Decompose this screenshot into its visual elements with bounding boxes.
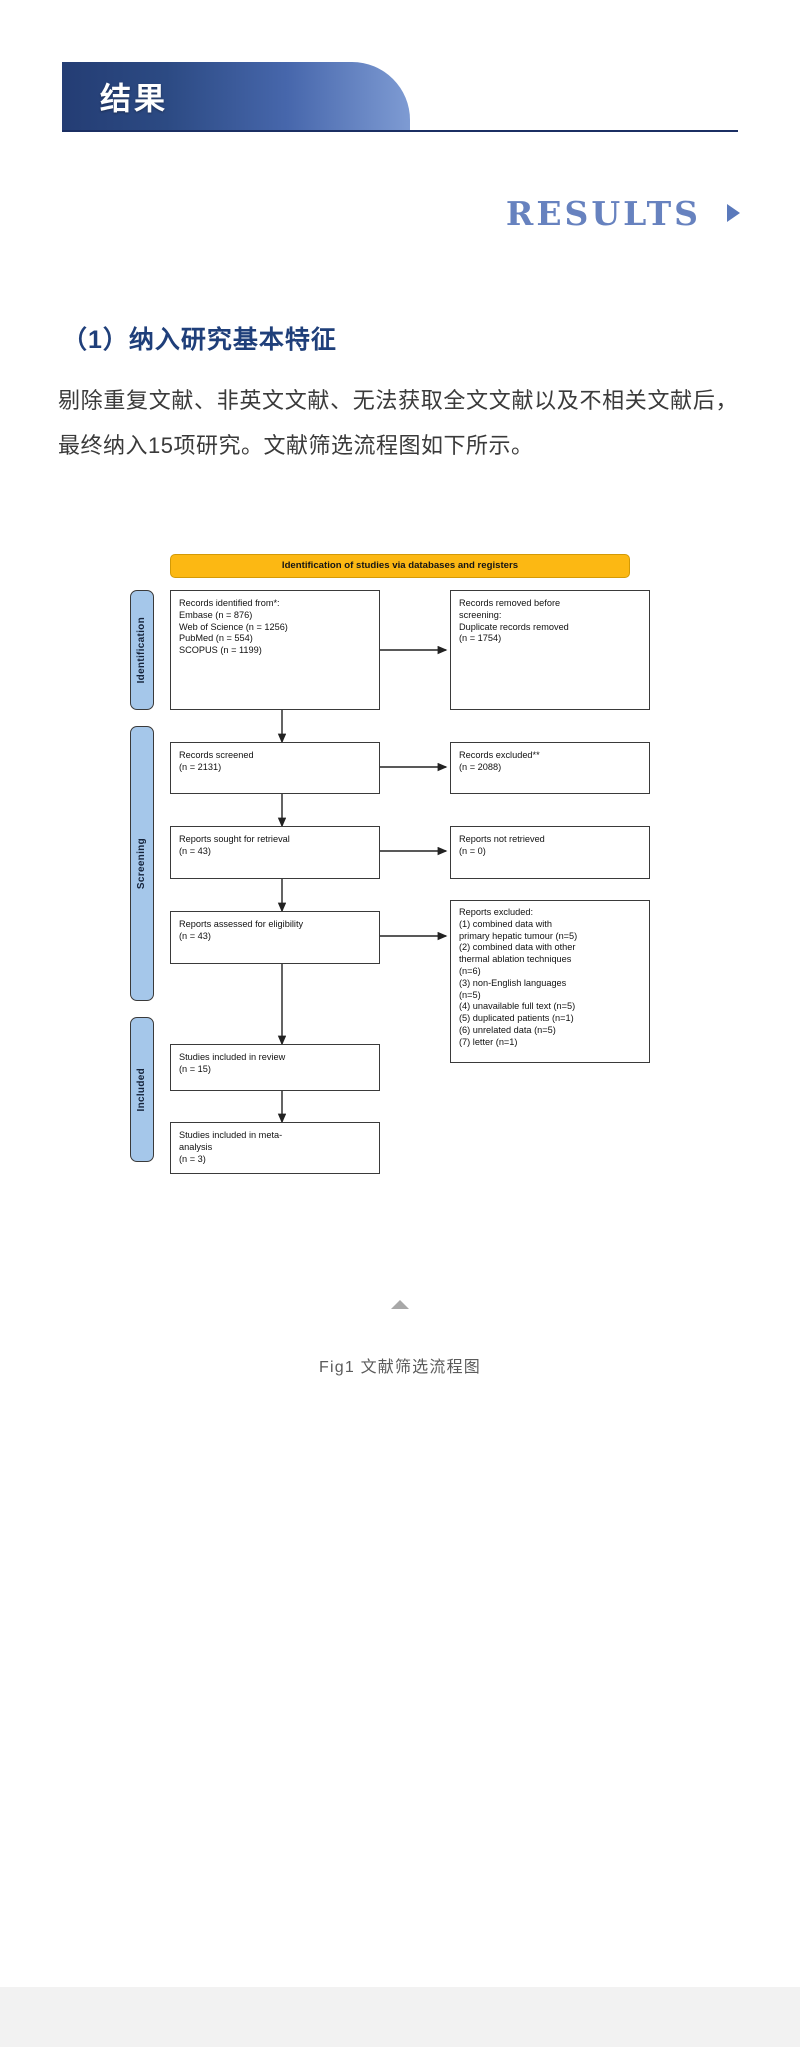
banner-title: 结果 [100, 81, 168, 118]
stage-label-included-text: Included [135, 1067, 147, 1112]
results-heading: RESULTS [505, 193, 701, 233]
stage-label-identification-text: Identification [135, 616, 147, 684]
node-studies-included-review: Studies included in review (n = 15) [170, 1044, 380, 1092]
node-reports-sought: Reports sought for retrieval (n = 43) [170, 826, 380, 880]
stage-label-included: Included [130, 1017, 154, 1163]
node-reports-assessed: Reports assessed for eligibility (n = 43… [170, 911, 380, 965]
bottom-bar [0, 1987, 800, 2047]
stage-label-identification: Identification [130, 590, 154, 711]
node-reports-excluded: Reports excluded: (1) combined data with… [450, 900, 650, 1064]
node-studies-included-meta: Studies included in meta- analysis (n = … [170, 1122, 380, 1175]
results-banner: 结果 [0, 62, 800, 132]
node-records-removed: Records removed before screening: Duplic… [450, 590, 650, 711]
flow-connectors [277, 645, 448, 1124]
node-reports-not-retrieved: Reports not retrieved (n = 0) [450, 826, 650, 880]
section-heading: （1）纳入研究基本特征 [62, 326, 337, 354]
banner-divider [62, 130, 738, 132]
stage-label-screening: Screening [130, 726, 154, 1002]
triangle-up-icon[interactable] [391, 1300, 409, 1310]
prisma-flow-diagram: Identification of studies via databases … [130, 554, 670, 1214]
body-paragraph: 剔除重复文献、非英文文献、无法获取全文文献以及不相关文献后，最终纳入15项研究。… [58, 388, 738, 459]
banner-shape [62, 62, 410, 130]
node-records-identified: Records identified from*: Embase (n = 87… [170, 590, 380, 711]
node-records-screened: Records screened (n = 2131) [170, 742, 380, 795]
stage-label-screening-text: Screening [135, 838, 147, 890]
node-records-excluded: Records excluded** (n = 2088) [450, 742, 650, 795]
results-heading-row: RESULTS [0, 190, 800, 236]
figure-caption: Fig1 文献筛选流程图 [319, 1359, 481, 1377]
triangle-right-icon [727, 204, 740, 222]
diagram-title-banner: Identification of studies via databases … [170, 554, 630, 579]
